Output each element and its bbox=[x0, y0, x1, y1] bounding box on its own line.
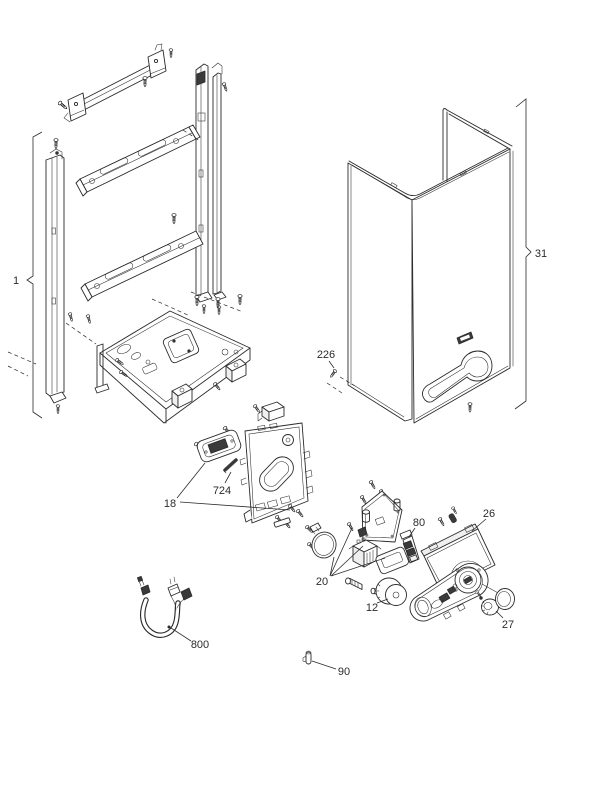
callout-label-31: 31 bbox=[535, 248, 547, 260]
screw bbox=[467, 402, 473, 413]
outer-case: 31 226 bbox=[317, 98, 547, 424]
left-frame-rail bbox=[45, 138, 67, 415]
screw bbox=[237, 294, 243, 306]
callout-knob-shaft: 12 bbox=[366, 598, 389, 614]
callout-label-27: 27 bbox=[502, 619, 514, 631]
gasket-frame bbox=[375, 546, 409, 575]
callout-label-800: 800 bbox=[191, 639, 209, 651]
screw bbox=[53, 138, 59, 150]
retaining-clip: 90 bbox=[302, 650, 350, 678]
callout-pcb-group: 20 bbox=[316, 527, 386, 588]
screw bbox=[85, 313, 93, 325]
callout-case-screw: 226 bbox=[317, 349, 356, 394]
circuit-board bbox=[357, 490, 403, 543]
screw bbox=[437, 516, 446, 527]
screw bbox=[67, 311, 75, 323]
screw bbox=[328, 368, 338, 379]
control-panel-rear: 18 724 bbox=[164, 401, 314, 530]
callout-outer-case: 31 bbox=[514, 98, 547, 410]
callout-knob: 27 bbox=[495, 610, 514, 631]
screw bbox=[171, 213, 177, 225]
lower-cross-member bbox=[80, 213, 204, 302]
transformer bbox=[348, 537, 382, 568]
mounting-frame-assembly: 1 bbox=[7, 43, 251, 424]
callout-retaining-clip: 90 bbox=[311, 660, 350, 678]
right-frame-rail bbox=[195, 62, 229, 316]
callout-hinge-pin: 724 bbox=[213, 471, 232, 497]
display-window bbox=[207, 438, 229, 454]
screw bbox=[142, 76, 148, 88]
screw bbox=[295, 508, 305, 519]
callout-cable-harness: 800 bbox=[170, 627, 209, 651]
callout-label-26: 26 bbox=[483, 508, 495, 520]
callout-panel-rear: 18 bbox=[164, 462, 291, 511]
upper-cross-member bbox=[75, 124, 201, 197]
callout-frame: 1 bbox=[13, 131, 43, 419]
pcb-group: 20 bbox=[304, 479, 409, 588]
screw bbox=[55, 404, 61, 415]
handle-recess bbox=[422, 350, 493, 403]
hinge-pin bbox=[223, 458, 238, 474]
callout-label-90: 90 bbox=[338, 666, 350, 678]
knob-and-cap: 27 bbox=[475, 588, 515, 631]
cable-harness: 800 bbox=[137, 576, 209, 651]
screw bbox=[168, 48, 174, 59]
tray-foot bbox=[171, 383, 193, 409]
base-tray bbox=[7, 291, 251, 424]
screw bbox=[252, 403, 262, 414]
callout-label-226: 226 bbox=[317, 349, 335, 361]
screw bbox=[194, 295, 200, 307]
screw bbox=[368, 479, 377, 490]
tray-side-bracket bbox=[94, 343, 129, 394]
callout-terminal-bracket: 80 bbox=[408, 517, 425, 538]
callout-label-18: 18 bbox=[164, 498, 176, 510]
knob-with-shaft: 12 bbox=[345, 577, 407, 614]
brand-badge bbox=[456, 331, 474, 345]
screw bbox=[201, 304, 207, 315]
callout-control-housing: 26 bbox=[471, 508, 495, 532]
display-bezel bbox=[193, 425, 242, 463]
callout-label-80: 80 bbox=[413, 517, 425, 529]
screw bbox=[221, 81, 229, 93]
connector-box bbox=[252, 401, 285, 422]
callout-label-724: 724 bbox=[213, 485, 231, 497]
callout-label-20: 20 bbox=[316, 576, 328, 588]
screw bbox=[57, 100, 69, 111]
top-mounting-rail bbox=[57, 43, 174, 123]
tray-foot bbox=[225, 358, 247, 383]
callout-label-1: 1 bbox=[13, 275, 19, 287]
callout-label-12: 12 bbox=[366, 602, 378, 614]
terminal-bracket: 80 bbox=[399, 517, 425, 564]
clamp-ring bbox=[304, 522, 337, 559]
